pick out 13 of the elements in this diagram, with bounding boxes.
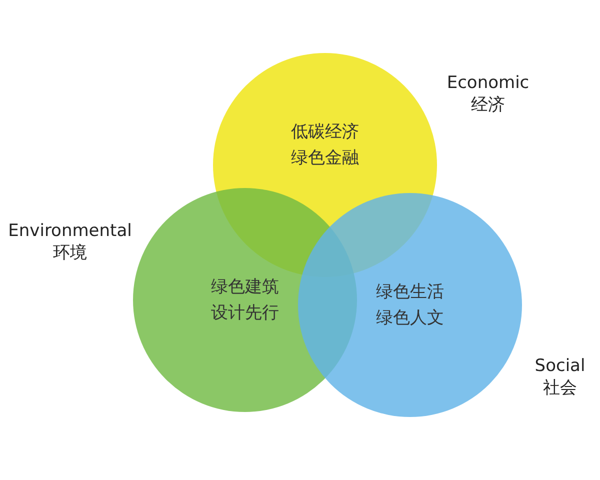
category-label: Environmental	[7, 220, 133, 242]
circle-label: 绿色建筑	[210, 276, 280, 299]
circle-label: 低碳经济	[290, 121, 360, 144]
circle-label: 绿色生活	[375, 281, 445, 304]
circle-label: 绿色金融	[290, 147, 360, 170]
category-label: Economic	[446, 72, 530, 94]
circle-label: 设计先行	[210, 302, 280, 325]
venn-circle	[298, 193, 522, 417]
category-label: Social	[534, 355, 586, 377]
category-label: 环境	[52, 242, 88, 264]
circle-label: 绿色人文	[375, 307, 445, 330]
category-label: 社会	[542, 377, 578, 399]
category-label: 经济	[470, 94, 506, 116]
